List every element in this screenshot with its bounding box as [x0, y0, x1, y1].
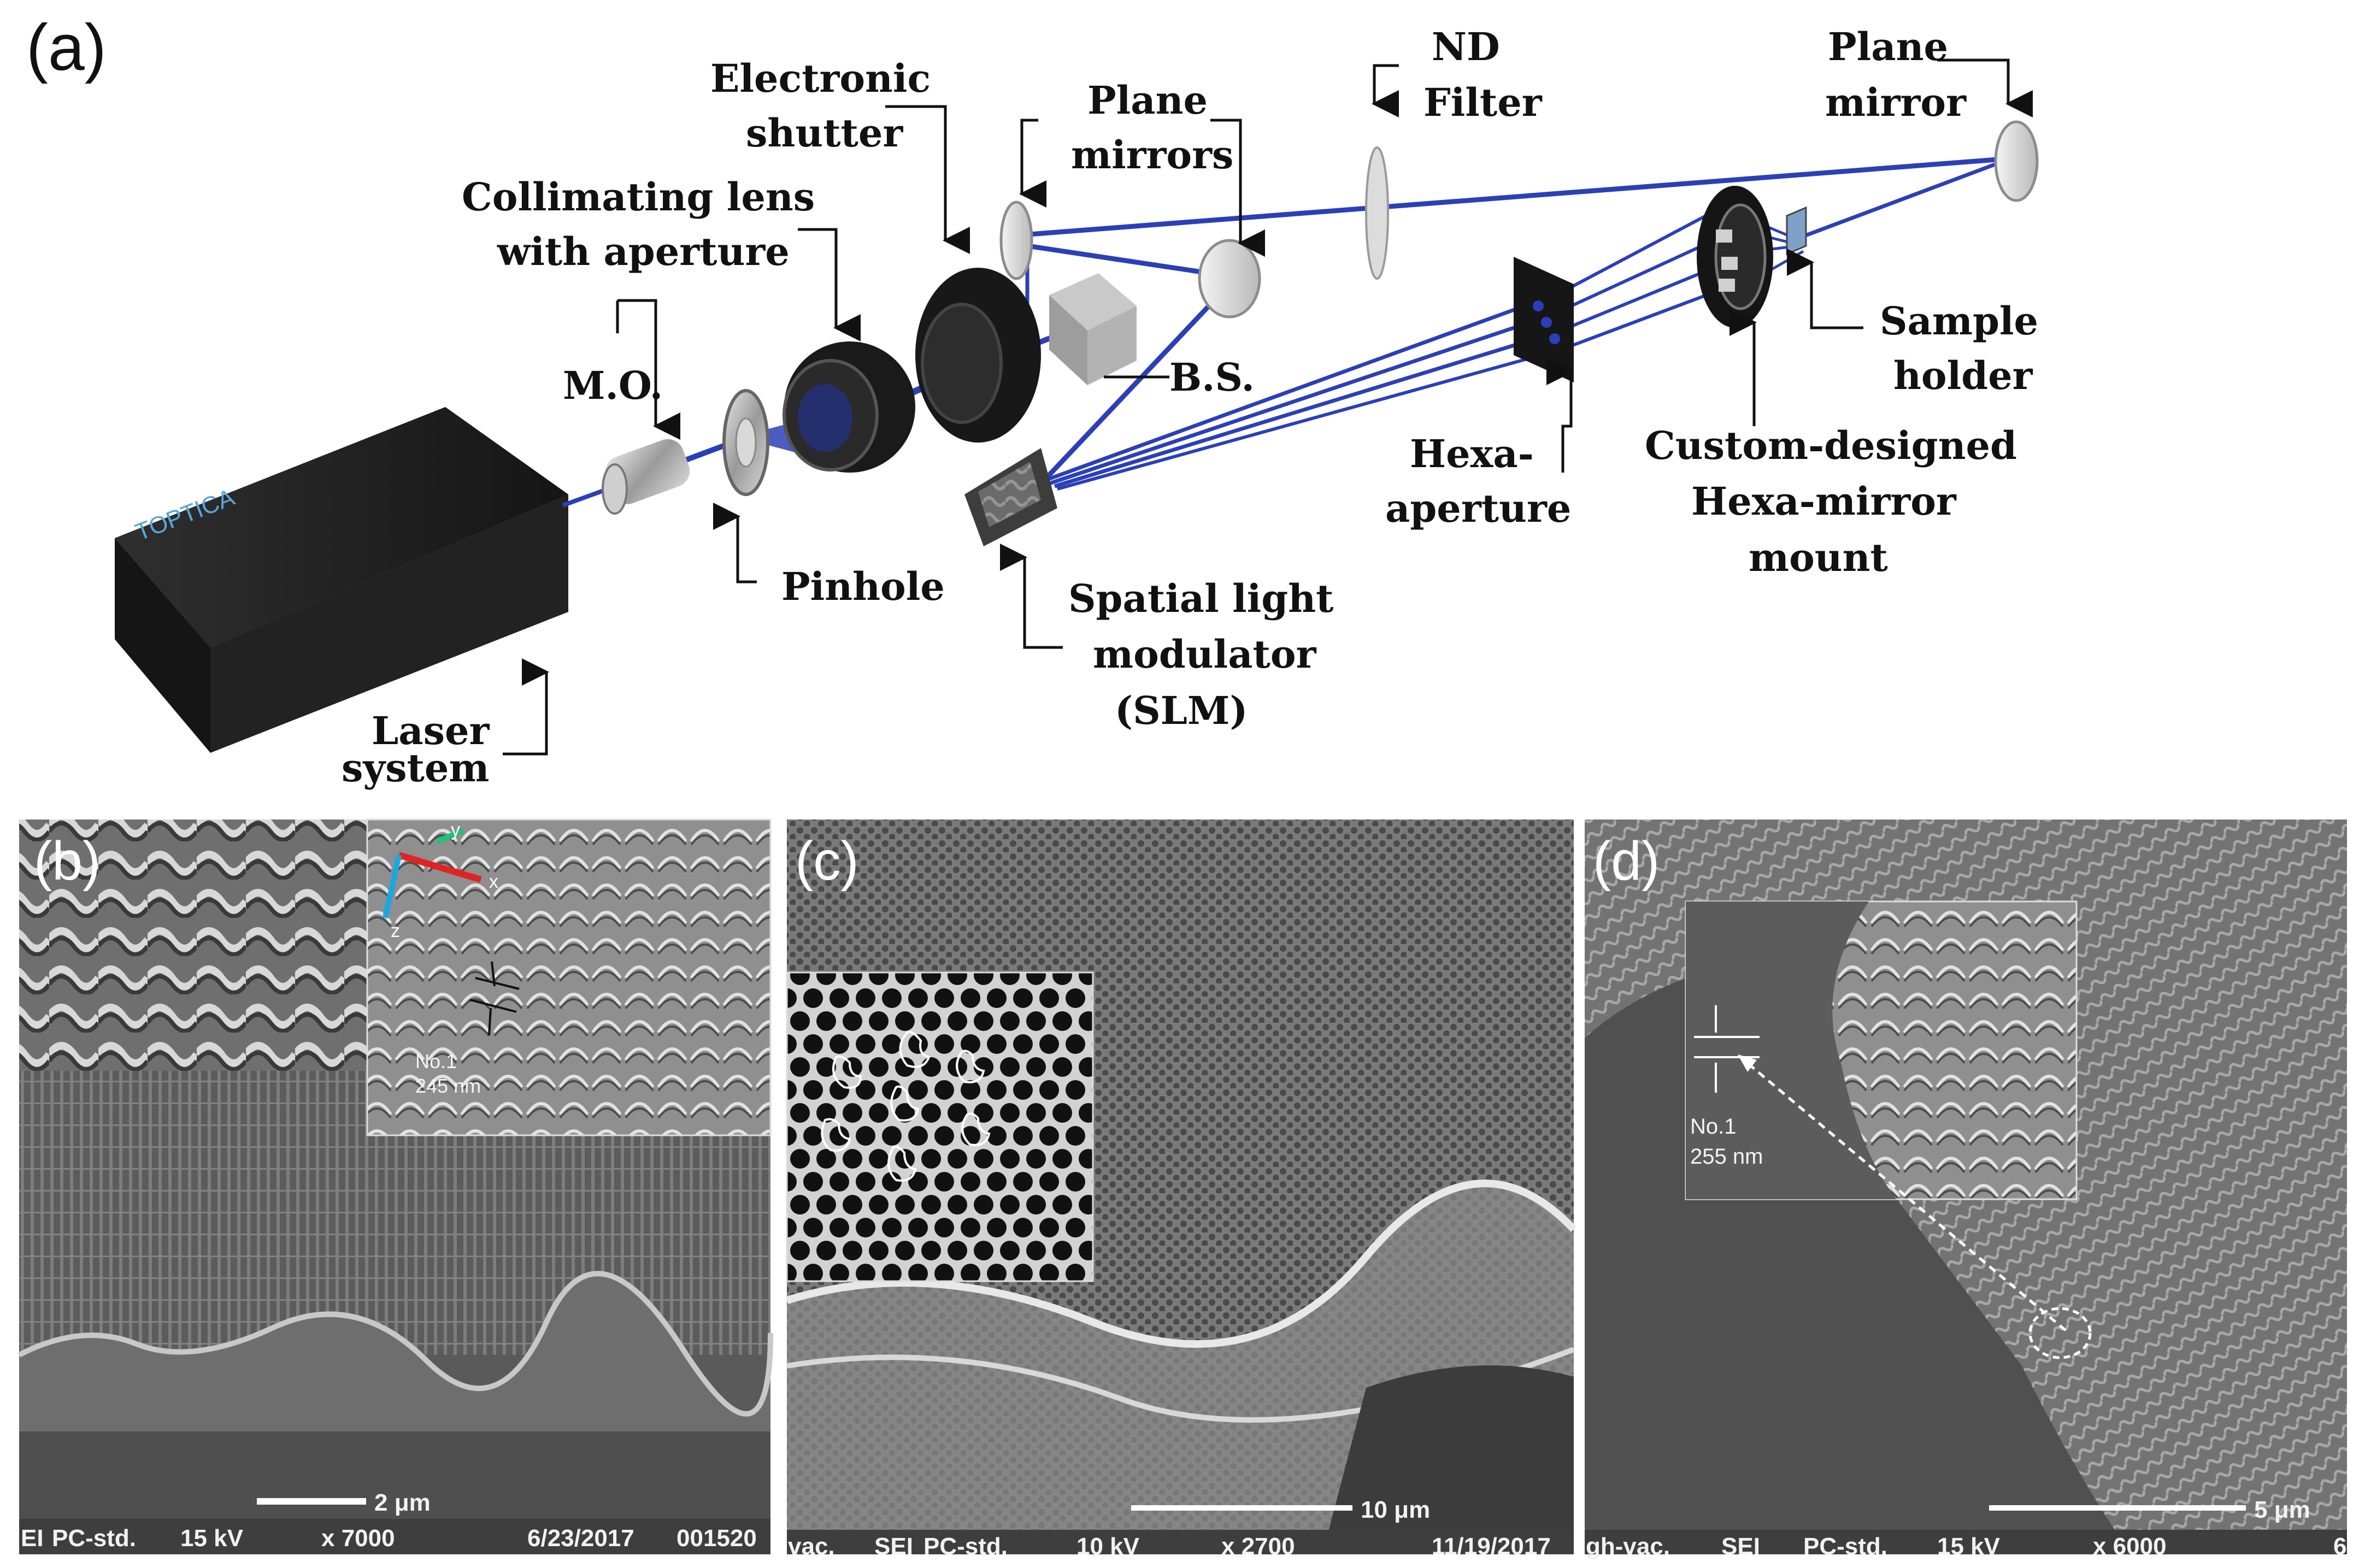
panel-b-footer-mag: x 7000 — [321, 1525, 395, 1552]
nd-filter — [1365, 146, 1389, 280]
electronic-shutter — [915, 268, 1041, 443]
panel-d: No.1 255 nm (d) 5 μm gh-vac. SEI PC-std.… — [1585, 820, 2347, 1560]
axis-y-label: y — [451, 820, 460, 840]
panel-d-footer-vac: gh-vac. — [1586, 1533, 1670, 1560]
panel-b-footer-kv: 15 kV — [180, 1525, 244, 1552]
panel-c-footer: vac. SEI PC-std. 10 kV x 2700 11/19/2017 — [788, 1533, 1551, 1560]
panel-c-scale-label: 10 μm — [1361, 1496, 1430, 1523]
panel-a-tag: (a) — [26, 11, 107, 84]
label-plane-mirrors-2: mirrors — [1071, 132, 1233, 178]
panel-d-inset: No.1 255 nm — [1685, 900, 2078, 1200]
label-laser-1: Laser — [372, 708, 490, 753]
leader-lines — [503, 58, 2033, 756]
axis-z-label: z — [391, 921, 400, 941]
panel-b-footer-date: 6/23/2017 — [527, 1525, 634, 1552]
label-hexa-2: aperture — [1385, 486, 1571, 531]
panel-b-tag: (b) — [34, 830, 101, 892]
hexa-aperture — [1514, 257, 1574, 382]
panel-b-footer: EI PC-std. 15 kV x 7000 6/23/2017 001520 — [21, 1525, 757, 1552]
label-filter: Filter — [1423, 80, 1543, 125]
sample-holder — [1786, 206, 1807, 256]
label-sample-2: holder — [1893, 353, 2033, 398]
panel-a: (a) TOPTICA — [26, 11, 2039, 791]
panel-d-scale-label: 5 μm — [2254, 1496, 2310, 1523]
panel-d-inset-size: 255 nm — [1690, 1145, 1763, 1169]
label-mo: M.O. — [563, 363, 663, 408]
label-collimating-1: Collimating lens — [462, 174, 815, 220]
label-custom-1: Custom-designed — [1645, 423, 2017, 468]
hexa-mirror-mount — [1697, 186, 1773, 328]
panel-c-footer-mag: x 2700 — [1221, 1533, 1295, 1560]
label-slm-2: modulator — [1093, 632, 1317, 677]
panel-d-footer-det: PC-std. — [1803, 1533, 1887, 1560]
panel-c-footer-kv: 10 kV — [1076, 1533, 1140, 1560]
panel-d-arrow — [1739, 1056, 2067, 1331]
panel-b-inset-size: 245 nm — [415, 1075, 481, 1097]
microscope-objective — [602, 439, 690, 515]
label-plane-mirror-2: mirror — [1825, 80, 1967, 125]
panel-d-highlight-circle — [2028, 1307, 2092, 1359]
label-electronic: Electronic — [710, 56, 931, 101]
panel-b-inset-no: No.1 — [415, 1050, 457, 1072]
label-custom-3: mount — [1749, 535, 1888, 580]
panel-d-footer-extra: 6 — [2333, 1533, 2346, 1560]
label-collimating-2: with aperture — [497, 229, 790, 274]
label-hexa-1: Hexa- — [1410, 431, 1534, 476]
panel-b-footer-det: PC-std. — [52, 1525, 136, 1552]
plane-mirror-right — [1198, 239, 1261, 319]
panel-b-inset: y x z No.1 245 nm — [366, 818, 772, 1136]
label-slm-3: (SLM) — [1115, 688, 1248, 733]
panel-d-tag: (d) — [1593, 830, 1660, 892]
label-nd: ND — [1432, 24, 1500, 69]
panel-b-footer-id: 001520 — [676, 1525, 757, 1552]
panel-c-footer-vac: vac. — [788, 1533, 835, 1560]
panel-c: (c) 10 μm vac. SEI PC-std. 10 kV x 2700 … — [785, 820, 1577, 1560]
beam-splitter — [1049, 273, 1137, 385]
panel-c-inset — [786, 971, 1094, 1282]
panel-d-footer-mode: SEI — [1721, 1533, 1760, 1560]
panel-c-footer-det: PC-std. — [923, 1533, 1008, 1560]
panel-c-tag: (c) — [795, 830, 859, 892]
pinhole-mount — [722, 389, 769, 496]
panel-c-footer-date: 11/19/2017 — [1432, 1533, 1551, 1560]
panel-c-footer-mode: SEI — [874, 1533, 913, 1560]
label-plane-mirror-1: Plane — [1828, 24, 1948, 69]
collimating-lens — [783, 341, 915, 473]
panel-b-footer-mode: EI — [21, 1525, 44, 1552]
plane-mirror-left — [999, 201, 1033, 280]
plane-mirror-far — [1994, 120, 2039, 202]
panel-d-inset-no: No.1 — [1690, 1115, 1737, 1139]
panel-d-footer-kv: 15 kV — [1937, 1533, 2001, 1560]
axis-x-label: x — [489, 871, 498, 892]
laser-head: TOPTICA — [115, 407, 568, 753]
slm-device — [964, 448, 1057, 546]
panel-b: y x z No.1 245 nm (b) 2 μm EI PC-std. 15… — [17, 818, 773, 1554]
label-custom-2: Hexa-mirror — [1691, 479, 1957, 524]
label-shutter: shutter — [746, 110, 903, 156]
label-laser-2: system — [342, 745, 489, 791]
label-plane-mirrors-1: Plane — [1087, 78, 1208, 123]
panel-d-footer-mag: x 6000 — [2093, 1533, 2167, 1560]
panel-b-scale-label: 2 μm — [374, 1489, 431, 1516]
label-slm-1: Spatial light — [1068, 576, 1333, 621]
label-pinhole: Pinhole — [781, 564, 945, 609]
label-sample-1: Sample — [1880, 298, 2038, 344]
panel-d-footer: gh-vac. SEI PC-std. 15 kV x 6000 6 — [1586, 1533, 2346, 1560]
label-bs: B.S. — [1169, 355, 1255, 400]
